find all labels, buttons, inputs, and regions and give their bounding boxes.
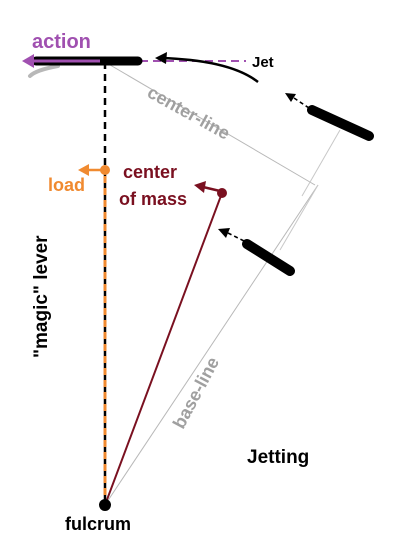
tangent-line-bottom <box>279 184 319 251</box>
load-dot <box>100 165 110 175</box>
jet-curve-arrow <box>159 56 259 83</box>
base-line <box>104 184 319 506</box>
center-of-mass-label-line2: of mass <box>119 189 187 209</box>
center-of-mass-arrow-head <box>194 181 206 193</box>
center-line <box>104 61 316 186</box>
middle-body-bar <box>242 239 295 276</box>
upper-jet-dashes <box>293 97 310 109</box>
center-line-label: center-line <box>144 82 233 144</box>
middle-jet-arrow-head <box>218 228 230 238</box>
magic-lever-label: "magic" lever <box>31 235 52 358</box>
center-of-mass-dot <box>217 188 227 198</box>
jet-arrow-head <box>155 52 167 64</box>
load-label: load <box>48 175 85 195</box>
upper-jet-arrow-head <box>285 93 296 102</box>
motion-arc <box>28 64 60 78</box>
upper-body-bar <box>307 105 374 141</box>
load-arrow-head <box>78 164 89 176</box>
center-of-mass-label-line1: center <box>123 162 177 182</box>
jetting-label: Jetting <box>247 447 309 468</box>
center-of-mass-arrow <box>202 185 221 193</box>
fulcrum-label: fulcrum <box>65 514 131 534</box>
tangent-line-top <box>301 129 341 197</box>
jet-label: Jet <box>252 54 274 71</box>
action-arrow-head <box>22 54 34 68</box>
fulcrum-dot <box>99 499 111 511</box>
base-line-label: base-line <box>169 354 223 432</box>
middle-jet-dashes <box>227 232 245 242</box>
center-of-mass-line <box>104 192 223 506</box>
action-label: action <box>32 31 91 53</box>
